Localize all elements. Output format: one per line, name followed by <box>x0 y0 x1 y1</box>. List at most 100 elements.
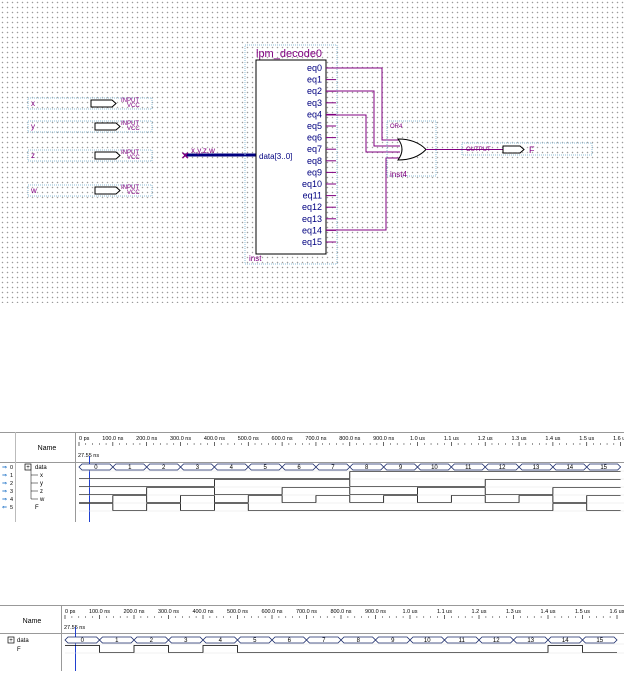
decoder-body <box>255 59 327 255</box>
bus-value: 6 <box>288 638 292 644</box>
time-tick-label: 900.0 ns <box>373 436 394 442</box>
input-pin-symbol <box>94 186 121 195</box>
or-gate-symbol <box>396 138 427 161</box>
decoder-output-eq1: eq1 <box>307 75 322 85</box>
decoder-output-eq12: eq12 <box>302 202 322 212</box>
signal-rows: ⇒ 0 + data ⇒ 1 x ⇒ 2 y ⇒ 3 <box>2 463 47 511</box>
row-data[interactable]: + data <box>7 636 29 644</box>
row-name: data <box>17 638 29 644</box>
bus-value: 1 <box>115 638 119 644</box>
time-tick-label: 200.0 ns <box>136 436 157 442</box>
signal-trace-F <box>65 645 617 653</box>
decoder-output-eq14: eq14 <box>302 225 322 235</box>
row-name: w <box>39 497 45 503</box>
decoder-output-eq13: eq13 <box>302 214 322 224</box>
row-name: x <box>40 473 43 479</box>
bus-label: x,y,z,w <box>191 146 215 155</box>
bus-value: 1 <box>128 465 132 471</box>
bus-value: 8 <box>357 638 361 644</box>
pin-name: x <box>31 99 35 108</box>
or4-gate[interactable]: OR4 inst4 <box>386 120 437 179</box>
bus-value: 3 <box>184 638 188 644</box>
schematic-canvas[interactable]: x INPUT VCC y INPUT VCC z INPUT VCC w IN… <box>0 0 624 303</box>
bus-value: 15 <box>596 638 603 644</box>
row-index: 3 <box>10 489 13 495</box>
time-tick-label: 700.0 ns <box>296 609 317 615</box>
pin-name: w <box>30 186 37 195</box>
decoder-output-eq8: eq8 <box>307 156 322 166</box>
time-tick-label: 700.0 ns <box>305 436 326 442</box>
input-pin-x[interactable]: x INPUT VCC <box>27 97 153 110</box>
time-tick-label: 0 ps <box>65 609 76 615</box>
bus-value: 5 <box>253 638 257 644</box>
gate-frame <box>386 120 437 177</box>
cursor-time: 27.55 ns <box>64 625 85 631</box>
decoder-input-port: data[3..0] <box>259 152 292 161</box>
signal-icon: ⇒ <box>2 497 7 503</box>
pin-frame <box>27 97 153 110</box>
time-tick-label: 1.3 us <box>512 436 527 442</box>
input-pin-symbol <box>94 151 121 160</box>
bus-xyzw[interactable]: ✕ x,y,z,w <box>181 146 256 162</box>
bus-value: 9 <box>399 465 403 471</box>
expand-icon-glyph: + <box>9 638 13 644</box>
input-pin-y[interactable]: y INPUT VCC <box>27 120 153 133</box>
row-name: data <box>35 465 47 471</box>
decoder-output-eq2: eq2 <box>307 86 322 96</box>
time-tick-label: 300.0 ns <box>170 436 191 442</box>
decoder-output-eq15: eq15 <box>302 237 322 247</box>
expand-icon[interactable] <box>7 636 15 644</box>
signal-icon: ⇒ <box>2 481 7 487</box>
decoder-output-eq10: eq10 <box>302 179 322 189</box>
pin-type: INPUT <box>121 98 139 104</box>
signal-trace-F <box>79 503 621 511</box>
bus-value: 11 <box>465 465 472 471</box>
decoder-output-eq3: eq3 <box>307 98 322 108</box>
waveform-bg <box>0 432 624 522</box>
bus-value: 15 <box>600 465 607 471</box>
input-pin-z[interactable]: z INPUT VCC <box>27 149 153 162</box>
time-tick-label: 900.0 ns <box>365 609 386 615</box>
bus-segment <box>581 636 618 644</box>
time-tick-label: 0 ps <box>79 436 90 442</box>
time-tick-label: 200.0 ns <box>123 609 144 615</box>
decoder-output-eq0: eq0 <box>307 63 322 73</box>
bus-value: 4 <box>219 638 223 644</box>
row-f[interactable]: F <box>17 647 21 653</box>
expand-icon[interactable] <box>24 463 32 471</box>
time-tick-label: 600.0 ns <box>261 609 282 615</box>
bus-value: 4 <box>230 465 234 471</box>
row-f[interactable]: ⇐ 5 F <box>2 505 39 511</box>
bus-value: 3 <box>196 465 200 471</box>
time-tick-label: 1.5 us <box>575 609 590 615</box>
decoder-block[interactable]: lpm_decode0 data[3..0] inst eq0eq1eq2eq3… <box>244 44 338 265</box>
bus-value: 9 <box>391 638 395 644</box>
bus-value: 2 <box>162 465 166 471</box>
decoder-output-eq4: eq4 <box>307 109 322 119</box>
pin-default: VCC <box>127 126 140 132</box>
row-index: 2 <box>10 481 13 487</box>
unconnected-x-icon: ✕ <box>181 151 189 162</box>
expand-icon-glyph: + <box>26 465 30 471</box>
input-pin-w[interactable]: w INPUT VCC <box>27 184 153 197</box>
tree-branch <box>30 491 38 500</box>
time-tick-label: 1.4 us <box>541 609 556 615</box>
row-data[interactable]: ⇒ 0 + data <box>2 463 47 471</box>
bus-value: 7 <box>322 638 326 644</box>
cursor-time: 27.55 ns <box>78 453 99 459</box>
decoder-output-eq9: eq9 <box>307 167 322 177</box>
time-tick-label: 1.6 us <box>613 436 624 442</box>
pin-default: VCC <box>127 155 140 161</box>
output-pin-f[interactable]: OUTPUT F <box>461 142 593 156</box>
bus-value: 14 <box>566 465 573 471</box>
bus-value: 2 <box>150 638 154 644</box>
decoder-output-eq7: eq7 <box>307 144 322 154</box>
time-tick-label: 400.0 ns <box>204 436 225 442</box>
row-w[interactable]: ⇒ 4 w <box>2 491 45 503</box>
